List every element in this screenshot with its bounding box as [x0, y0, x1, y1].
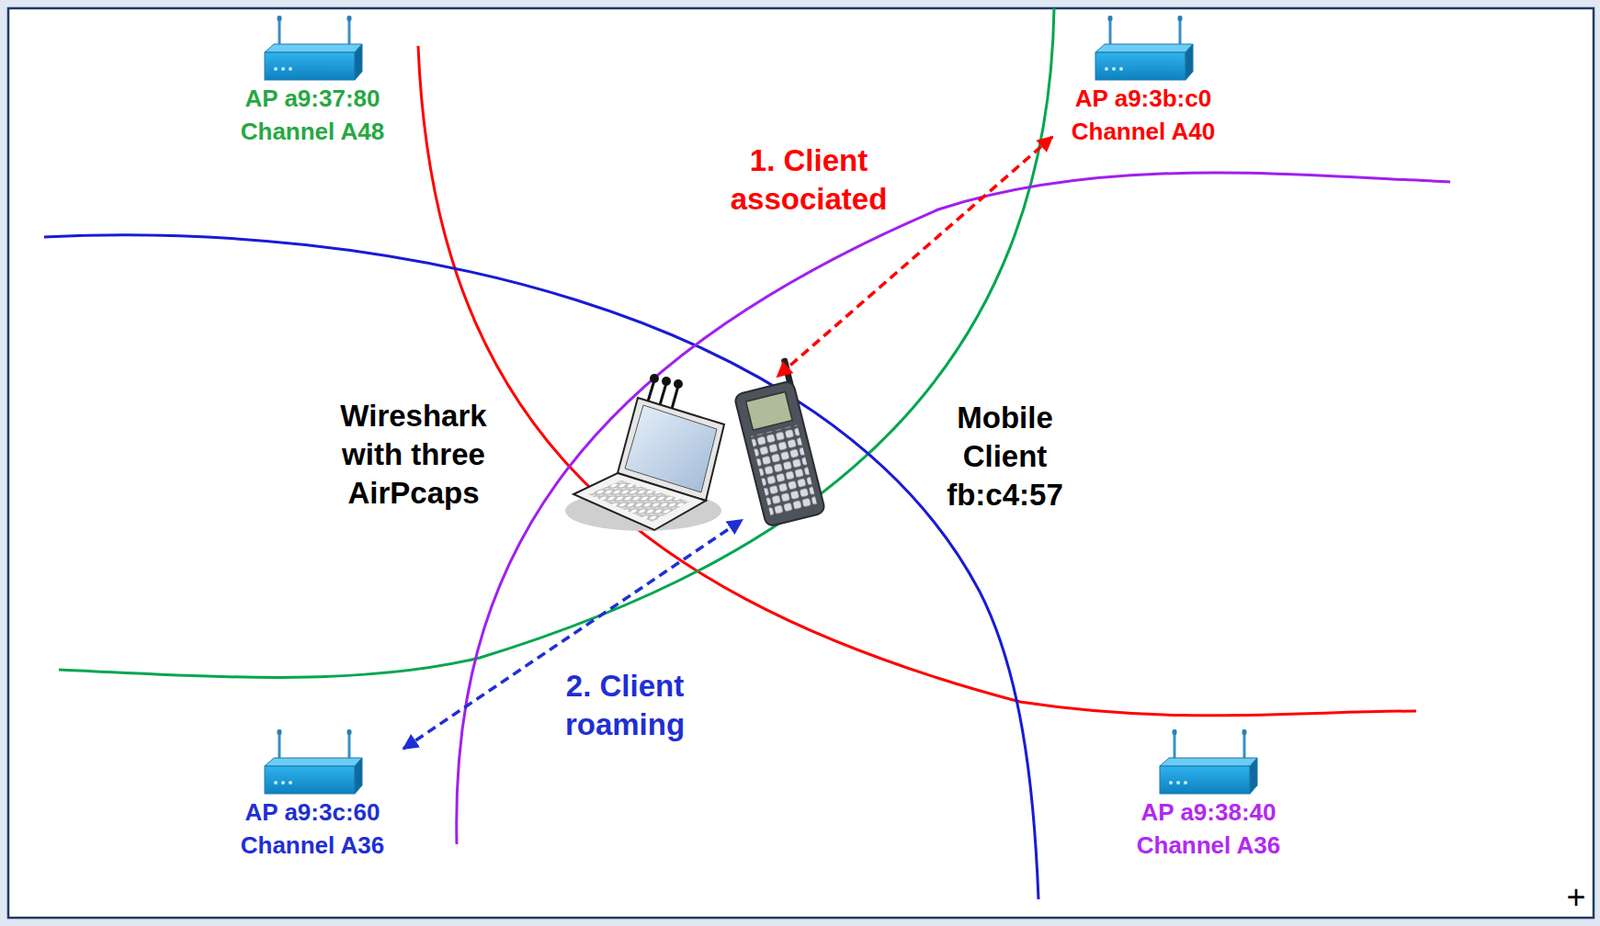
step-label: 2. Client roaming	[528, 667, 722, 745]
access-point-icon	[1159, 729, 1258, 795]
laptop-icon	[565, 374, 725, 532]
dashed-link-arrow	[403, 520, 742, 749]
coverage-curve	[418, 45, 1417, 716]
mobile-client: Mobile Client fb:c4:57	[731, 376, 1084, 521]
access-point-icon	[264, 15, 363, 80]
access-point: AP a9:37:80Channel A48	[221, 15, 404, 154]
node-text: Mobile Client fb:c4:57	[933, 398, 1077, 515]
capture-station: Wireshark with three AirPcaps	[317, 376, 730, 519]
access-point: AP a9:3c:60Channel A36	[221, 729, 404, 868]
access-point: AP a9:38:40Channel A36	[1117, 729, 1300, 868]
access-point-icon	[1095, 15, 1193, 80]
node-text: Channel A48	[221, 114, 404, 148]
node-text: AP a9:3c:60	[221, 795, 404, 829]
expand-mark: +	[1557, 879, 1595, 917]
access-point-icon	[264, 729, 363, 795]
node-text: Channel A36	[1117, 828, 1300, 863]
coverage-curve	[456, 172, 1451, 845]
coverage-curve	[58, 8, 1055, 679]
step-label: 1. Client associated	[712, 141, 906, 219]
node-text: Channel A36	[221, 828, 404, 863]
handheld-client-icon	[727, 357, 826, 528]
coverage-curve	[44, 235, 1039, 900]
access-point: AP a9:3b:c0Channel A40	[1052, 15, 1235, 154]
frame	[8, 8, 1594, 919]
node-text: AP a9:38:40	[1117, 795, 1300, 829]
node-text: Wireshark with three AirPcaps	[317, 397, 511, 513]
node-text: AP a9:3b:c0	[1052, 81, 1235, 115]
laptop-keyboard	[573, 473, 706, 531]
node-text: Channel A40	[1052, 114, 1235, 148]
node-text: AP a9:37:80	[221, 81, 404, 115]
